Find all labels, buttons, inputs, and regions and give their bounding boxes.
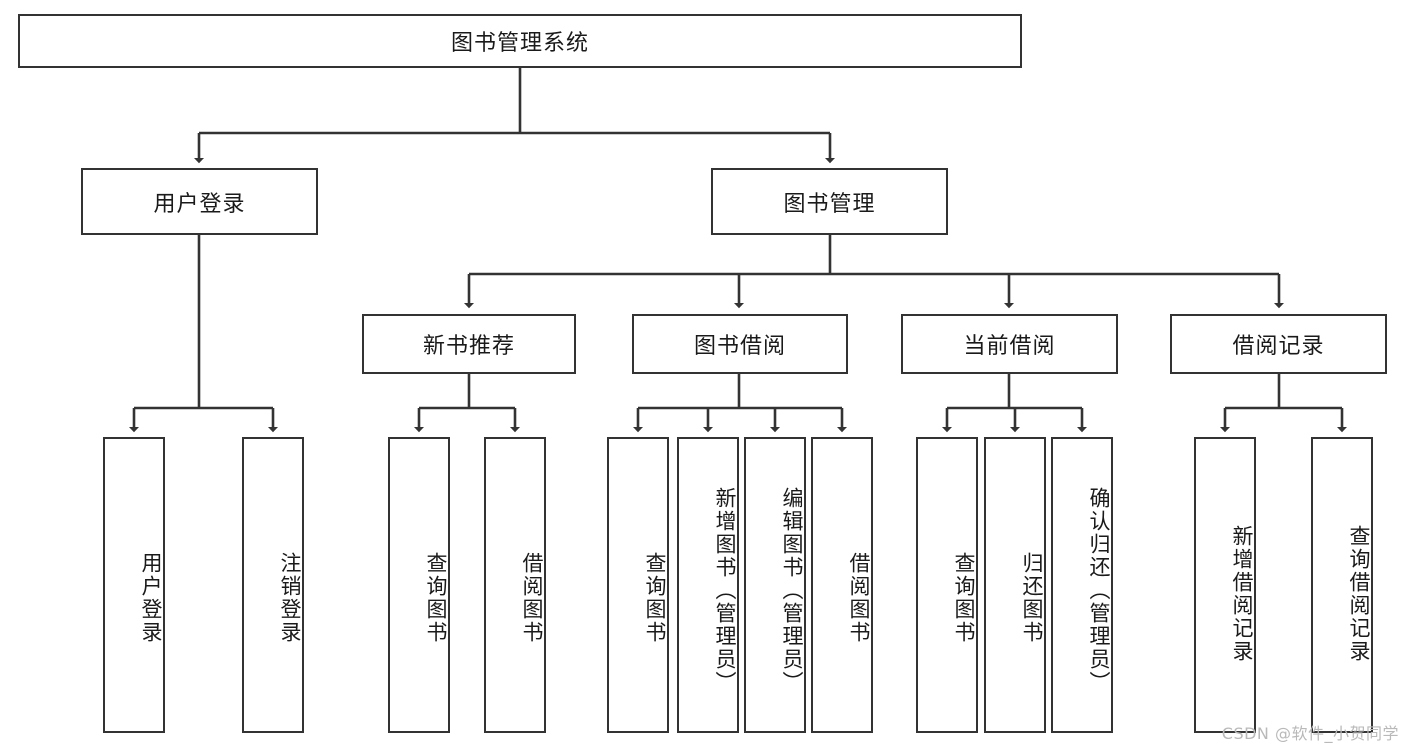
leaf-logout[interactable]: 注销登录 <box>242 437 304 733</box>
node-user-login[interactable]: 用户登录 <box>81 168 318 235</box>
node-root[interactable]: 图书管理系统 <box>18 14 1022 68</box>
node-borrow-record[interactable]: 借阅记录 <box>1170 314 1387 374</box>
leaf-user-login[interactable]: 用户登录 <box>103 437 165 733</box>
leaf-return-book[interactable]: 归还图书 <box>984 437 1046 733</box>
csdn-watermark: CSDN @软件_小贺同学 <box>1221 724 1399 743</box>
leaf-borrow-book[interactable]: 借阅图书 <box>811 437 873 733</box>
leaf-query-book-borrow[interactable]: 查询图书 <box>607 437 669 733</box>
leaf-borrow-book-recommend[interactable]: 借阅图书 <box>484 437 546 733</box>
node-current-borrow[interactable]: 当前借阅 <box>901 314 1118 374</box>
node-book-borrow[interactable]: 图书借阅 <box>632 314 848 374</box>
leaf-add-book-admin[interactable]: 新增图书（管理员） <box>677 437 739 733</box>
leaf-query-borrow-record[interactable]: 查询借阅记录 <box>1311 437 1373 733</box>
node-book-management[interactable]: 图书管理 <box>711 168 948 235</box>
leaf-add-borrow-record[interactable]: 新增借阅记录 <box>1194 437 1256 733</box>
leaf-query-book-recommend[interactable]: 查询图书 <box>388 437 450 733</box>
leaf-query-book-current[interactable]: 查询图书 <box>916 437 978 733</box>
node-new-book-recommend[interactable]: 新书推荐 <box>362 314 576 374</box>
leaf-confirm-return-admin[interactable]: 确认归还（管理员） <box>1051 437 1113 733</box>
leaf-edit-book-admin[interactable]: 编辑图书（管理员） <box>744 437 806 733</box>
